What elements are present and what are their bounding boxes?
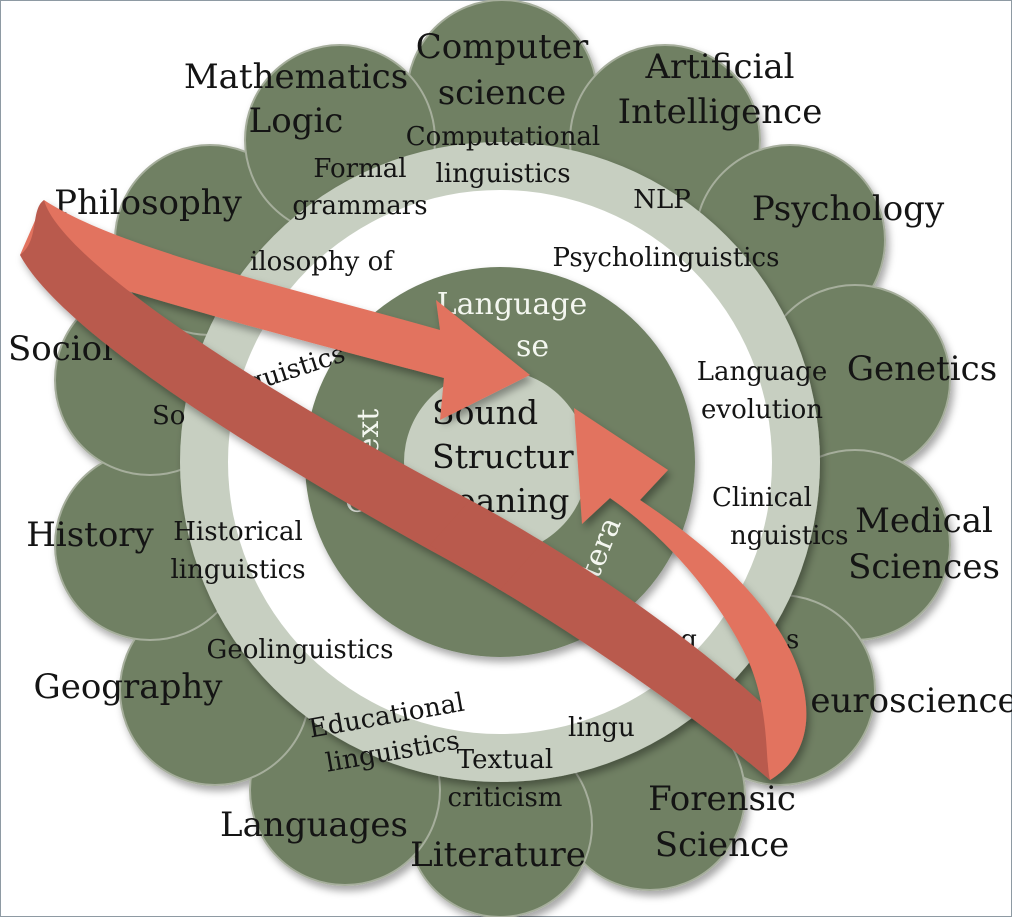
arrow-band bbox=[20, 200, 790, 780]
label-neurolinguistics-end: s bbox=[786, 625, 799, 655]
label-mathematics: Mathematics bbox=[184, 57, 408, 97]
arrow-bottom bbox=[574, 408, 807, 780]
label-philosophy: Philosophy bbox=[54, 183, 243, 223]
label-philosophy-of: ilosophy of bbox=[250, 247, 395, 277]
label-logic: Logic bbox=[249, 101, 344, 141]
label-clinical: Clinical bbox=[712, 483, 812, 513]
label-grammars: grammars bbox=[292, 191, 427, 221]
label-forensic: Forensic bbox=[648, 779, 796, 819]
label-sciences: Sciences bbox=[848, 547, 1000, 587]
label-sociology: Sociol bbox=[8, 329, 113, 369]
label-language-use-2: se bbox=[516, 329, 549, 364]
label-forensic-linguistics: lingu bbox=[568, 713, 635, 743]
label-nlp: NLP bbox=[633, 185, 691, 215]
label-criticism: criticism bbox=[448, 783, 563, 813]
label-evolution: evolution bbox=[701, 395, 823, 425]
label-textual: Textual bbox=[457, 745, 553, 775]
label-neuroscience: euroscience bbox=[810, 681, 1012, 721]
label-language: Language bbox=[697, 357, 827, 387]
label-historical-linguistics: linguistics bbox=[170, 555, 305, 585]
label-geolinguistics: Geolinguistics bbox=[207, 635, 394, 665]
label-structure: Structur bbox=[432, 437, 574, 476]
label-socio-prefix: So bbox=[152, 401, 185, 431]
arrow-fold bbox=[430, 500, 540, 590]
label-medical: Medical bbox=[855, 501, 993, 541]
label-historical: Historical bbox=[173, 517, 303, 547]
label-history: History bbox=[26, 515, 154, 555]
label-genetics: Genetics bbox=[847, 349, 997, 389]
outer-labels: Mathematics Logic Computer science Artif… bbox=[8, 27, 1012, 875]
label-formal: Formal bbox=[313, 154, 406, 184]
arrow-ribbon bbox=[20, 200, 807, 780]
label-science: science bbox=[438, 73, 567, 113]
label-intelligence: Intelligence bbox=[618, 92, 823, 132]
label-computer: Computer bbox=[416, 27, 589, 67]
label-computational: Computational bbox=[406, 122, 601, 152]
label-psychology: Psychology bbox=[752, 189, 945, 229]
label-psycholinguistics: Psycholinguistics bbox=[553, 243, 780, 273]
label-language-use-1: Language bbox=[437, 287, 588, 322]
label-literature: Literature bbox=[410, 835, 586, 875]
label-forensic-science: Science bbox=[655, 825, 789, 865]
arrow-top bbox=[20, 200, 530, 420]
label-languages: Languages bbox=[220, 805, 408, 845]
middle-labels: Computational linguistics Formal grammar… bbox=[152, 122, 848, 813]
label-clinical-linguistics: nguistics bbox=[730, 521, 848, 551]
label-geography: Geography bbox=[34, 667, 224, 707]
label-artificial: Artificial bbox=[644, 47, 794, 87]
label-computational-linguistics: linguistics bbox=[435, 159, 570, 189]
